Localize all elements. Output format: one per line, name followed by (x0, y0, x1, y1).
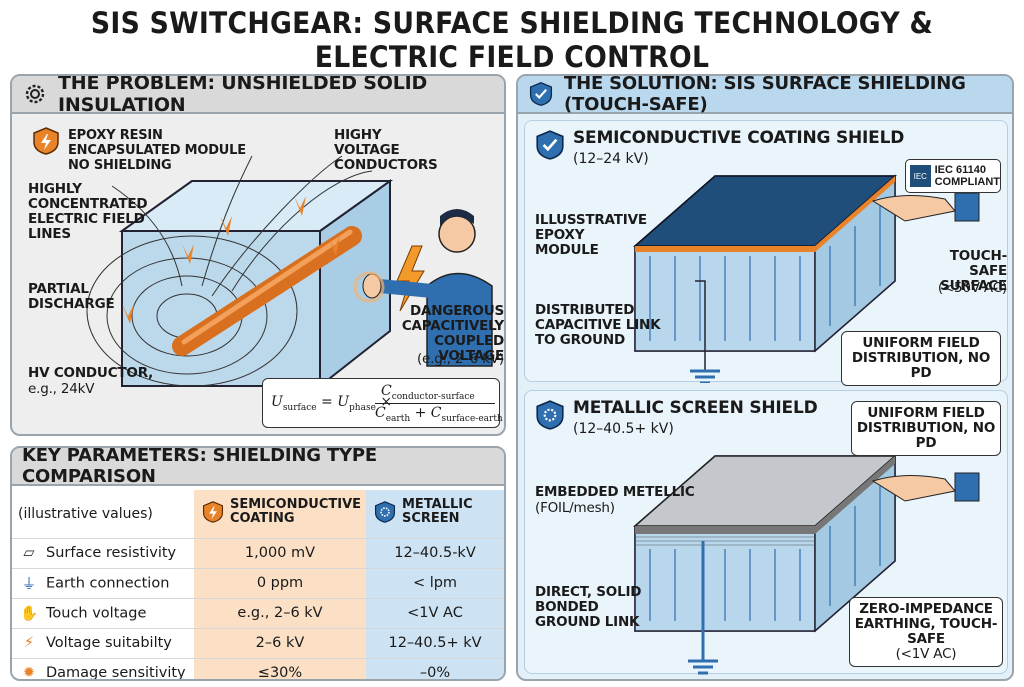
hand-icon: ✋ (19, 605, 39, 622)
metal-label-foil-sub: (FOIL/mesh) (535, 500, 615, 516)
row-param: Damage sensitivity (46, 665, 186, 681)
row-metal-value: 12–40.5+ kV (366, 627, 504, 658)
gear-icon (25, 84, 45, 104)
solution-panel: THE SOLUTION: SIS SURFACE SHIELDING (TOU… (516, 74, 1014, 681)
table-row: ✹ Damage sensitivity ≤30% –0% (12, 657, 504, 681)
row-semi-value: e.g., 2–6 kV (194, 597, 366, 628)
row-param: Surface resistivity (46, 545, 177, 561)
label-epoxy: EPOXY RESIN ENCAPSULATED MODULE NO SHIEL… (68, 128, 246, 173)
metal-label-zero: ZERO-IMPEDANCE EARTHING, TOUCH-SAFE (854, 601, 998, 647)
table-row: ▱ Surface resistivity 1,000 mV 12–40.5-kV (12, 537, 504, 568)
iec-sub-text: COMPLIANT (934, 176, 1000, 188)
check-shield-icon (529, 82, 553, 106)
table-row: ⚡ Voltage suitabilty 2–6 kV 12–40.5+ kV (12, 627, 504, 658)
metal-label-zero-box: ZERO-IMPEDANCE EARTHING, TOUCH-SAFE (<1V… (849, 597, 1003, 667)
gear-shield-icon (374, 501, 396, 524)
metal-label-uniform: UNIFORM FIELD DISTRIBUTION, NO PD (851, 401, 1001, 456)
semi-label-touch-sub: (<50V AC) (937, 280, 1007, 296)
formula-earth: earth (385, 413, 411, 424)
formula-surface: surface (282, 402, 317, 413)
semi-range: (12–24 kV) (573, 151, 649, 167)
ground-icon: ⏚ (21, 576, 37, 593)
parameters-header: KEY PARAMETERS: SHIELDING TYPE COMPARISO… (12, 448, 504, 487)
metal-range: (12–40.5+ kV) (573, 421, 674, 437)
warning-shield-icon (33, 127, 59, 155)
table-header-row: (illustrative values) SEMICONDUCTIVE COA… (12, 490, 504, 538)
label-field-lines: HIGHLY CONCENTRATED ELECTRIC FIELD LINES (28, 181, 148, 242)
page-title: SIS SWITCHGEAR: SURFACE SHIELDING TECHNO… (90, 6, 934, 74)
row-semi-value: 1,000 mV (194, 537, 366, 568)
table-row: ✋ Touch voltage e.g., 2–6 kV <1V AC (12, 597, 504, 628)
warning-icon: ✹ (22, 665, 36, 681)
iec-text: IEC 61140 (934, 164, 986, 176)
unshielded-module-illustration (86, 155, 493, 389)
semi-label-module: ILLUSSTRATIVE EPOXY MODULE (535, 212, 647, 258)
parameters-panel: KEY PARAMETERS: SHIELDING TYPE COMPARISO… (10, 446, 506, 681)
solution-header: THE SOLUTION: SIS SURFACE SHIELDING (TOU… (518, 74, 1012, 115)
col-header-semi: SEMICONDUCTIVE COATING (194, 490, 366, 538)
formula-eq: = (321, 394, 333, 410)
formula-cs: conductor-surface (391, 391, 475, 402)
gear-shield-icon (536, 400, 564, 430)
formula-times: × (380, 394, 393, 410)
formula-se: surface-earth (441, 413, 503, 424)
row-semi-value: 0 ppm (194, 567, 366, 598)
semi-title: SEMICONDUCTIVE COATING SHIELD (573, 128, 905, 148)
comparison-table: (illustrative values) SEMICONDUCTIVE COA… (12, 490, 504, 681)
problem-panel: THE PROBLEM: UNSHIELDED SOLID INSULATION (10, 74, 506, 436)
solution-header-text: THE SOLUTION: SIS SURFACE SHIELDING (TOU… (564, 74, 966, 115)
col-header-metal-text: METALLIC SCREEN (402, 497, 473, 527)
table-row: ⏚ Earth connection 0 ppm < lpm (12, 567, 504, 598)
label-conductors: HIGHY VOLTAGE CONDUCTORS (334, 127, 438, 173)
problem-header: THE PROBLEM: UNSHIELDED SOLID INSULATION (12, 74, 504, 116)
formula-c: C (381, 383, 392, 399)
label-dangerous-voltage: DANGEROUS CAPACITIVELY COUPLED VOLTAGE (401, 303, 504, 364)
metal-title: METALLIC SCREEN SHIELD (573, 398, 818, 418)
row-param: Earth connection (46, 575, 170, 591)
label-hv-conductor: HV CONDUCTOR, (28, 365, 154, 381)
iec-logo-icon: IEC (910, 165, 931, 187)
semi-module-illustration (633, 174, 980, 383)
iec-badge: IEC IEC 61140 COMPLIANT (905, 159, 1001, 193)
warning-shield-icon (202, 501, 224, 524)
row-param: Touch voltage (46, 605, 147, 621)
semi-card: SEMICONDUCTIVE COATING SHIELD (12–24 kV) (524, 120, 1008, 386)
row-metal-value: –0% (366, 657, 504, 679)
bolt-icon: ⚡ (23, 635, 35, 651)
check-shield-icon (536, 130, 564, 160)
metal-module-illustration (633, 454, 980, 675)
row-metal-value: 12–40.5-kV (366, 537, 504, 568)
formula-box: Usurface = Uphase × Cconductor-surface C… (262, 378, 503, 428)
row-param: Voltage suitabilty (46, 635, 172, 651)
formula-plus: + (414, 405, 427, 421)
metal-label-foil: EMBEDDED METELLIC (535, 484, 695, 500)
metal-label-direct: DIRECT, SOLID BONDED GROUND LINK (535, 584, 642, 630)
metal-label-zero-sub: (<1V AC) (895, 646, 957, 662)
semi-label-uniform: UNIFORM FIELD DISTRIBUTION, NO PD (841, 331, 1001, 386)
row-metal-value: < lpm (366, 567, 504, 598)
label-partial-discharge: PARTIAL DISCHARGE (28, 281, 115, 312)
col-header-semi-text: SEMICONDUCTIVE COATING (230, 497, 362, 527)
semi-label-touch: TOUCH-SAFE SURFACE (940, 248, 1007, 294)
metal-card: METALLIC SCREEN SHIELD (12–40.5+ kV) (524, 390, 1008, 675)
col-header-metal: METALLIC SCREEN (366, 490, 504, 538)
row-semi-value: ≤30% (194, 657, 366, 679)
label-hv-conductor-sub: e.g., 24kV (28, 381, 95, 397)
formula-u: U (271, 394, 283, 410)
col-header-params: (illustrative values) (18, 505, 153, 522)
semi-label-link: DISTRIBUTED CAPACITIVE LINK TO GROUND (535, 302, 661, 348)
surface-icon: ▱ (23, 545, 35, 561)
row-metal-value: <1V AC (366, 597, 504, 628)
row-semi-value: 2–6 kV (194, 627, 366, 658)
problem-header-text: THE PROBLEM: UNSHIELDED SOLID INSULATION (58, 74, 428, 116)
formula-phase: phase (349, 402, 376, 413)
label-dangerous-voltage-sub: (e.g., 2–6 kV) (416, 351, 504, 367)
